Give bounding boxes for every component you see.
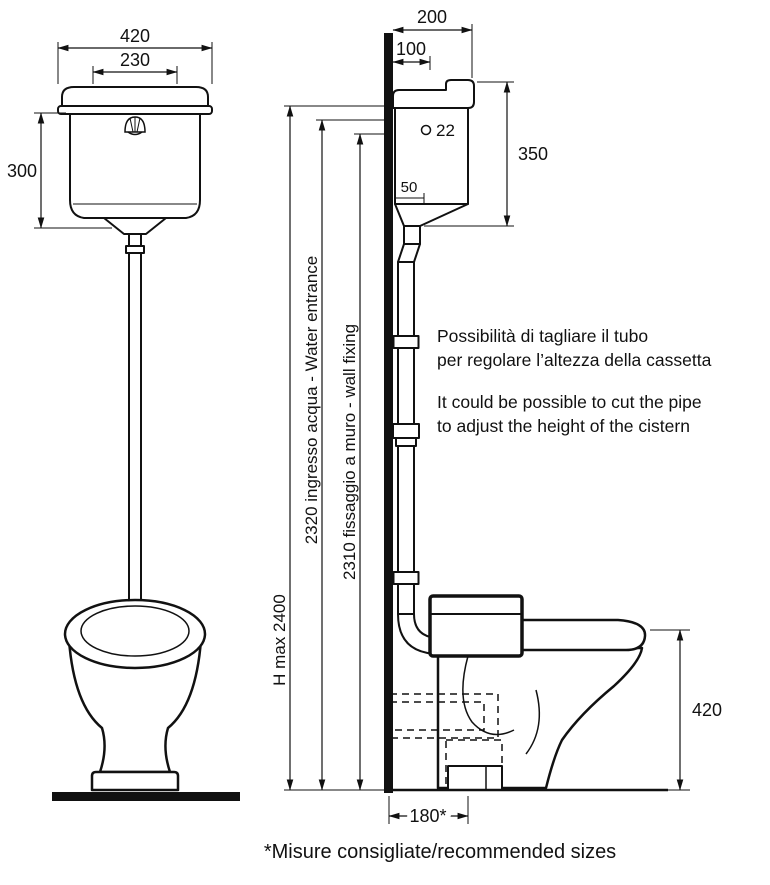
seat-outer-rim <box>63 598 207 670</box>
pipe-wall-clamp-upper <box>392 335 420 349</box>
front-view: 420 230 <box>7 26 240 801</box>
toilet-front <box>52 598 240 801</box>
trapway-curve-1 <box>462 655 515 736</box>
dim-side-cistern-height: 350 <box>424 81 548 227</box>
dim-label-front-height: 300 <box>7 161 37 181</box>
dim-label-h-max: H max 2400 <box>270 594 289 686</box>
dim-side-depth: 200 <box>392 7 473 78</box>
dim-side-pan-height: 420 <box>650 629 722 791</box>
dim-front-cistern-height: 300 <box>7 112 112 229</box>
cistern-front-body <box>69 113 201 219</box>
bowl-side <box>436 646 644 790</box>
dim-label-water-entrance: 2320 ingresso acqua - Water entrance <box>302 256 321 545</box>
pipe-wall-clamp-lower <box>392 571 420 585</box>
footer-caption: *Misure consigliate/recommended sizes <box>264 841 616 863</box>
pipe-union <box>392 423 420 439</box>
toilet-side <box>389 594 668 792</box>
pipe-coupler-front <box>125 245 145 254</box>
rim-side <box>516 618 647 652</box>
flush-pipe-side <box>392 225 441 655</box>
side-view: 200 100 22 50 350 <box>384 7 722 830</box>
cistern-side-lid <box>392 79 475 109</box>
dim-label-hole-diameter: 22 <box>436 121 455 140</box>
cistern-front-lid-lip <box>57 105 213 115</box>
dim-side-inlet-offset: 100 <box>392 39 431 70</box>
cistern-side-funnel <box>394 203 469 227</box>
dim-label-front-lid: 230 <box>120 50 150 70</box>
dim-front-width: 420 <box>57 26 213 84</box>
cistern-front <box>57 86 213 235</box>
dim-label-front-width: 420 <box>120 26 150 46</box>
note-line-en1: It could be possible to cut the pipe <box>437 392 702 412</box>
note-line-it1: Possibilità di tagliare il tubo <box>437 326 648 346</box>
height-dimensions: H max 2400 2320 ingresso acqua - Water e… <box>270 105 384 791</box>
dim-label-pipe-offset: 50 <box>401 179 418 196</box>
seat-hinge-block <box>428 594 524 658</box>
flush-pipe-front <box>125 233 145 603</box>
dim-label-outlet: 180* <box>409 806 446 826</box>
outlet-fitting <box>447 765 503 791</box>
cistern-front-funnel <box>103 217 167 235</box>
cistern-side: 22 50 <box>392 79 475 227</box>
cistern-side-body <box>394 107 469 205</box>
dim-label-side-depth: 200 <box>417 7 447 27</box>
note-line-en2: to adjust the height of the cistern <box>437 416 690 436</box>
dim-label-side-height: 350 <box>518 144 548 164</box>
wall-bar <box>384 33 393 793</box>
water-entrance-hole-icon <box>420 124 432 136</box>
dim-front-lid: 230 <box>92 46 178 84</box>
seat-inner-rim <box>80 605 190 657</box>
ground-bar <box>52 792 240 801</box>
dim-side-outlet: 180* <box>388 796 469 830</box>
dim-side-pipe-offset: 50 <box>394 175 425 203</box>
trapway-curve-2 <box>525 689 541 755</box>
shell-ornament-icon <box>124 116 146 136</box>
cut-pipe-note: Possibilità di tagliare il tubo per rego… <box>437 326 712 436</box>
dim-label-side-inlet-offset: 100 <box>396 39 426 59</box>
note-line-it2: per regolare l’altezza della cassetta <box>437 350 712 370</box>
dim-label-wall-fixing: 2310 fissaggio a muro - wall fixing <box>340 324 359 580</box>
pedestal-base-front <box>90 770 180 792</box>
dim-label-pan-height: 420 <box>692 700 722 720</box>
